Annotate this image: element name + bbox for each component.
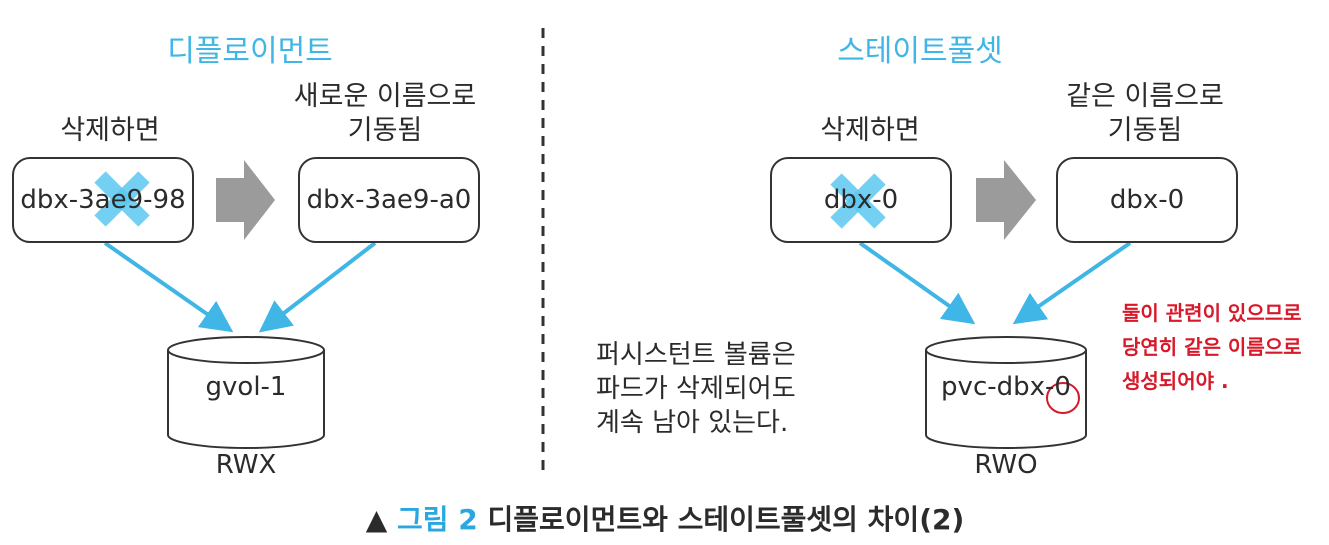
delete-cross-icon (94, 171, 150, 227)
caption-figure-number: 그림 2 (397, 503, 478, 536)
left-new-pod-arrow (258, 241, 377, 333)
left-new-label: 새로운 이름으로 기동됨 (270, 80, 500, 148)
right-old-pod-name: dbx-0 (823, 185, 899, 215)
left-old-pod-name: dbx-3ae9-98 (20, 185, 186, 215)
right-transition-arrow (976, 160, 1036, 240)
right-new-label: 같은 이름으로 기동됨 (1040, 80, 1250, 148)
right-volume-name: pvc-dbx-0 (941, 372, 1071, 402)
left-delete-label: 삭제하면 (60, 115, 160, 146)
note-line3: 계속 남아 있는다. (596, 408, 789, 438)
delete-cross-icon (830, 173, 886, 229)
left-access-mode: RWX (215, 450, 277, 480)
right-new-pod-name: dbx-0 (1109, 185, 1185, 215)
handwritten-line1: 둘이 관련이 있으므로 (1122, 301, 1302, 325)
left-new-pod-box: dbx-3ae9-a0 (298, 157, 480, 243)
right-old-pod-arrow (858, 241, 976, 325)
right-new-pod-arrow (1012, 241, 1132, 325)
note-line2: 파드가 삭제되어도 (596, 374, 796, 404)
right-new-label-line2: 기동됨 (1107, 115, 1183, 146)
right-new-label-line1: 같은 이름으로 (1066, 81, 1224, 112)
right-new-pod-box: dbx-0 (1056, 157, 1238, 243)
figure-caption: ▲ 그림 2 디플로이먼트와 스테이트풀셋의 차이(2) (340, 498, 990, 538)
left-volume-cylinder (167, 336, 325, 449)
left-volume-name: gvol-1 (205, 372, 287, 402)
left-old-pod-box: dbx-3ae9-98 (12, 157, 194, 243)
handwritten-line2: 당연히 같은 이름으로 (1122, 335, 1302, 359)
note-line1: 퍼시스턴트 볼륨은 (596, 340, 796, 370)
persistence-note: 퍼시스턴트 볼륨은 파드가 삭제되어도 계속 남아 있는다. (596, 338, 826, 440)
left-new-label-line1: 새로운 이름으로 (293, 81, 477, 112)
caption-triangle-icon: ▲ (365, 503, 388, 536)
right-delete-label: 삭제하면 (820, 115, 920, 146)
handwritten-circle-volume (1046, 382, 1080, 414)
left-transition-arrow (216, 160, 275, 240)
deployment-title: 디플로이먼트 (167, 34, 333, 69)
handwritten-line3: 생성되어야 . (1122, 369, 1229, 393)
statefulset-title: 스테이트풀셋 (837, 34, 1003, 69)
left-new-label-line2: 기동됨 (347, 115, 423, 146)
right-access-mode: RWO (974, 450, 1038, 480)
caption-text: 디플로이먼트와 스테이트풀셋의 차이(2) (487, 503, 965, 536)
right-old-pod-box: dbx-0 (770, 157, 952, 243)
handwritten-note: 둘이 관련이 있으므로 당연히 같은 이름으로 생성되어야 . (1122, 296, 1322, 398)
right-volume-cylinder (925, 336, 1087, 449)
left-new-pod-name: dbx-3ae9-a0 (306, 185, 472, 215)
left-old-pod-arrow (103, 241, 234, 333)
